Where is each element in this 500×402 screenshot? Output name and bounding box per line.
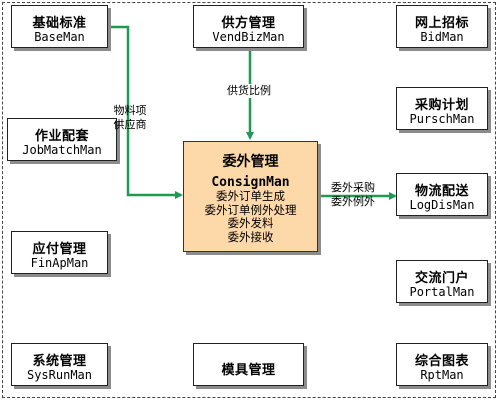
module-logdisman: 物流配送 LogDisMan — [396, 173, 488, 216]
module-mold: 模具管理 — [193, 343, 304, 386]
module-title: 供方管理 — [221, 16, 276, 31]
module-title: 作业配套 — [34, 129, 89, 144]
module-code: PortalMan — [409, 285, 475, 299]
module-title: 应付管理 — [32, 242, 87, 257]
module-code: BaseMan — [34, 30, 85, 44]
module-code: FinApMan — [30, 256, 89, 270]
module-code: SysRunMan — [26, 368, 93, 382]
module-code: VendBizMan — [212, 30, 285, 44]
flow-label-log: 委外采购 委外例外 — [331, 181, 375, 209]
flow-label-vend: 供货比例 — [226, 84, 272, 98]
module-portalman: 交流门户 PortalMan — [396, 260, 488, 303]
center-function: 委外发料 — [227, 216, 274, 230]
module-title: 综合图表 — [414, 354, 469, 369]
module-vendbizman: 供方管理 VendBizMan — [193, 5, 304, 48]
flow-label-line: 供货比例 — [227, 84, 271, 97]
module-code: RptMan — [420, 368, 464, 382]
module-baseman: 基础标准 BaseMan — [11, 5, 108, 48]
arrow-baseman-to-consignman — [110, 25, 183, 199]
module-code: JobMatchMan — [22, 143, 102, 157]
module-title: 物流配送 — [414, 184, 469, 199]
module-code: BidMan — [420, 30, 464, 44]
module-code: LogDisMan — [409, 198, 475, 212]
module-title: 系统管理 — [32, 354, 87, 369]
center-function: 委外订单生成 — [216, 189, 285, 203]
flow-label-base: 物料项 供应商 — [110, 104, 150, 132]
flow-label-line: 供应商 — [113, 118, 147, 131]
flow-label-line: 委外采购 — [331, 181, 375, 194]
module-title: 网上招标 — [414, 16, 469, 31]
center-title: 委外管理 — [222, 154, 279, 170]
module-code: PurschMan — [409, 112, 475, 126]
module-jobmatchman: 作业配套 JobMatchMan — [7, 118, 117, 161]
flow-label-line: 物料项 — [113, 104, 147, 117]
center-function: 委外接收 — [227, 229, 274, 244]
module-title: 采购计划 — [414, 98, 469, 113]
module-consignman: 委外管理 ConsignMan 委外订单生成 委外订单例外处理 委外发料 委外接… — [183, 141, 318, 252]
module-purschman: 采购计划 PurschMan — [396, 87, 488, 130]
module-rptman: 综合图表 RptMan — [396, 343, 488, 386]
module-sysrunman: 系统管理 SysRunMan — [11, 343, 108, 386]
flow-label-line: 委外例外 — [331, 195, 375, 208]
module-finapman: 应付管理 FinApMan — [11, 231, 108, 274]
center-function: 委外订单例外处理 — [204, 202, 297, 217]
diagram-frame — [2, 2, 496, 398]
module-title: 交流门户 — [414, 271, 469, 286]
module-title: 模具管理 — [221, 363, 276, 378]
center-code: ConsignMan — [211, 175, 290, 190]
module-bidman: 网上招标 BidMan — [396, 5, 488, 48]
module-title: 基础标准 — [32, 16, 87, 31]
